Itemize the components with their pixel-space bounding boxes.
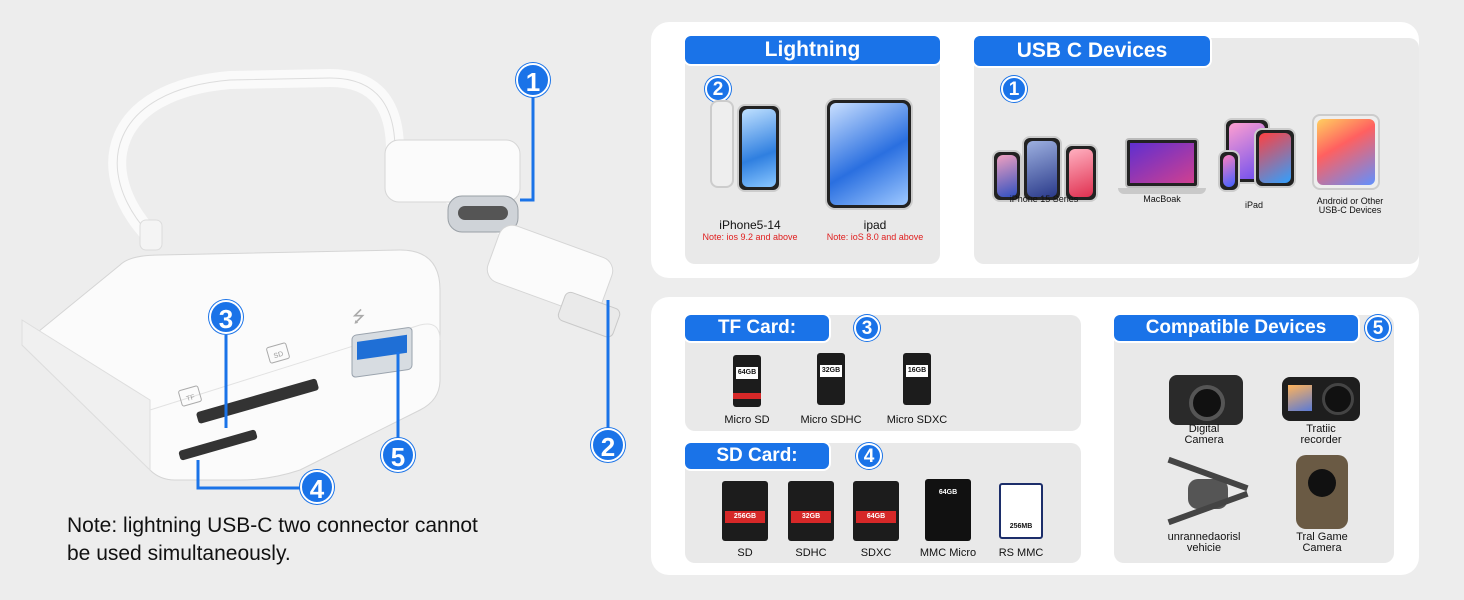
tf-card-section: TF Card: 3 64GB 32GB 16GB Micro SD Micro… — [683, 313, 1081, 431]
usbc-section: USB C Devices 1 iPhone 15 Series MacBoak… — [972, 34, 1419, 264]
sdxc-card: 64GB — [853, 481, 899, 541]
other-tablet-image — [1312, 114, 1380, 190]
iphone15-image-3 — [1064, 144, 1098, 202]
callout-1-badge: 1 — [516, 63, 550, 97]
usbc-title: USB C Devices — [972, 34, 1212, 68]
tf-slot-label: TF — [186, 394, 196, 403]
usbc-caption-ipad: iPad — [1244, 200, 1263, 210]
rs-mmc-card: 256MB — [999, 483, 1043, 539]
drone-image — [1166, 456, 1250, 526]
ipad-note: Note: ioS 8.0 and above — [826, 232, 924, 242]
macbook-image — [1125, 138, 1199, 188]
trail-camera-image — [1296, 455, 1348, 529]
usb-symbol-icon: ⭍ — [352, 307, 365, 326]
lightning-title: Lightning — [683, 34, 942, 66]
ipad-caption: ipad — [863, 218, 887, 232]
compatible-caption-recorder-1: Tratiic — [1306, 423, 1336, 435]
iphone15-image — [992, 150, 1022, 202]
adapter-illustration: TF SD ⭍ — [21, 68, 621, 490]
sd-caption-sd: SD — [737, 547, 753, 559]
compatible-caption-trail-1: Tral Game — [1296, 531, 1348, 543]
sd-caption-sdhc: SDHC — [795, 547, 827, 559]
compatible-devices-title: Compatible Devices — [1112, 313, 1360, 343]
usbc-caption-android-2: USB-C Devices — [1318, 205, 1382, 215]
sd-caption-mmc-micro: MMC Micro — [919, 547, 977, 559]
lightning-section: Lightning 2 iPhone5-14 Note: ios 9.2 and… — [683, 34, 942, 264]
callout-4-badge: 4 — [300, 470, 334, 504]
usbc-caption-iphone15: iPhone 15 Series — [1009, 194, 1079, 204]
digital-camera-image — [1169, 375, 1243, 425]
tf-caption-microsdhc: Micro SDHC — [800, 414, 862, 426]
macbook-base — [1118, 188, 1206, 194]
callout-5-badge: 5 — [381, 438, 415, 472]
connectors-panel: Lightning 2 iPhone5-14 Note: ios 9.2 and… — [651, 22, 1419, 278]
iphone-note: Note: ios 9.2 and above — [702, 232, 798, 242]
compatible-caption-recorder-2: recorder — [1300, 434, 1342, 446]
compatible-devices-section: Compatible Devices 5 Digital Camera Trat… — [1112, 313, 1394, 563]
microsdxc-card: 16GB — [903, 353, 931, 405]
tf-card-badge: 3 — [854, 315, 880, 341]
compatible-caption-drone-2: vehicie — [1186, 542, 1222, 554]
tf-caption-microsdxc: Micro SDXC — [886, 414, 948, 426]
sd-caption-rs-mmc: RS MMC — [998, 547, 1044, 559]
tf-caption-microsd: Micro SD — [724, 414, 770, 426]
compatible-caption-camera-2: Camera — [1184, 434, 1224, 446]
iphone-caption: iPhone5-14 — [719, 218, 781, 232]
sd-card-section: SD Card: 4 256GB 32GB 64GB 64GB 256MB SD… — [683, 441, 1081, 563]
usage-note-line-1: Note: lightning USB-C two connector cann… — [67, 514, 478, 537]
mmc-micro-card: 64GB — [925, 479, 971, 541]
sd-card-title: SD Card: — [683, 441, 831, 471]
sd-caption-sdxc: SDXC — [860, 547, 892, 559]
cards-panel: TF Card: 3 64GB 32GB 16GB Micro SD Micro… — [651, 297, 1419, 575]
iphone15-image-2 — [1022, 136, 1062, 202]
usbc-caption-android-1: Android or Other — [1316, 196, 1384, 206]
usage-note: Note: lightning USB-C two connector cann… — [67, 512, 478, 568]
usbc-caption-macbook: MacBoak — [1143, 194, 1181, 204]
product-illustration: TF SD ⭍ 1 2 3 4 5 Note: lightning USB-C … — [0, 0, 650, 600]
tf-card-title: TF Card: — [683, 313, 831, 343]
compatible-caption-camera-1: Digital — [1188, 423, 1220, 435]
sd-card: 256GB — [722, 481, 768, 541]
traffic-recorder-image — [1282, 377, 1360, 421]
iphone-image-front — [737, 104, 781, 192]
lightning-badge: 2 — [705, 76, 731, 102]
compatible-caption-trail-2: Camera — [1302, 542, 1342, 554]
sdhc-card: 32GB — [788, 481, 834, 541]
sd-card-badge: 4 — [856, 443, 882, 469]
callout-3-badge: 3 — [209, 300, 243, 334]
sd-slot-label: SD — [273, 351, 284, 360]
usage-note-line-2: be used simultaneously. — [67, 542, 291, 565]
callout-2-badge: 2 — [591, 428, 625, 462]
compatible-caption-drone-1: unrannedaorisl — [1167, 531, 1241, 543]
android-tablet-image — [1254, 128, 1296, 188]
microsdhc-card: 32GB — [817, 353, 845, 405]
iphone-image — [710, 100, 734, 188]
microsd-card: 64GB — [733, 355, 761, 407]
ipad-image — [825, 98, 913, 210]
android-phone-image — [1218, 150, 1240, 192]
compatible-devices-badge: 5 — [1365, 315, 1391, 341]
usbc-badge: 1 — [1001, 76, 1027, 102]
